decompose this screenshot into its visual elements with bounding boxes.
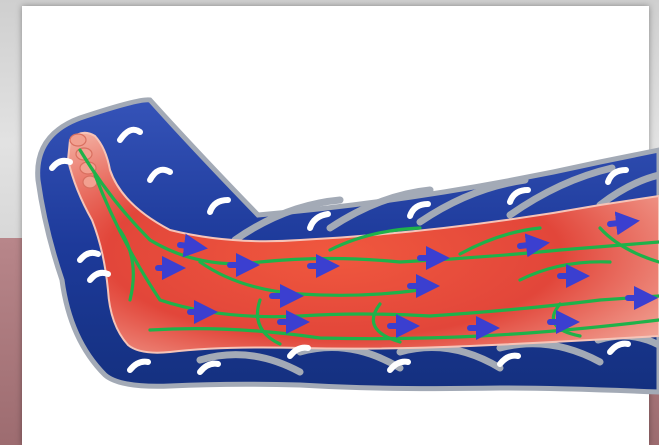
compression-sleeve-illustration xyxy=(0,0,659,445)
